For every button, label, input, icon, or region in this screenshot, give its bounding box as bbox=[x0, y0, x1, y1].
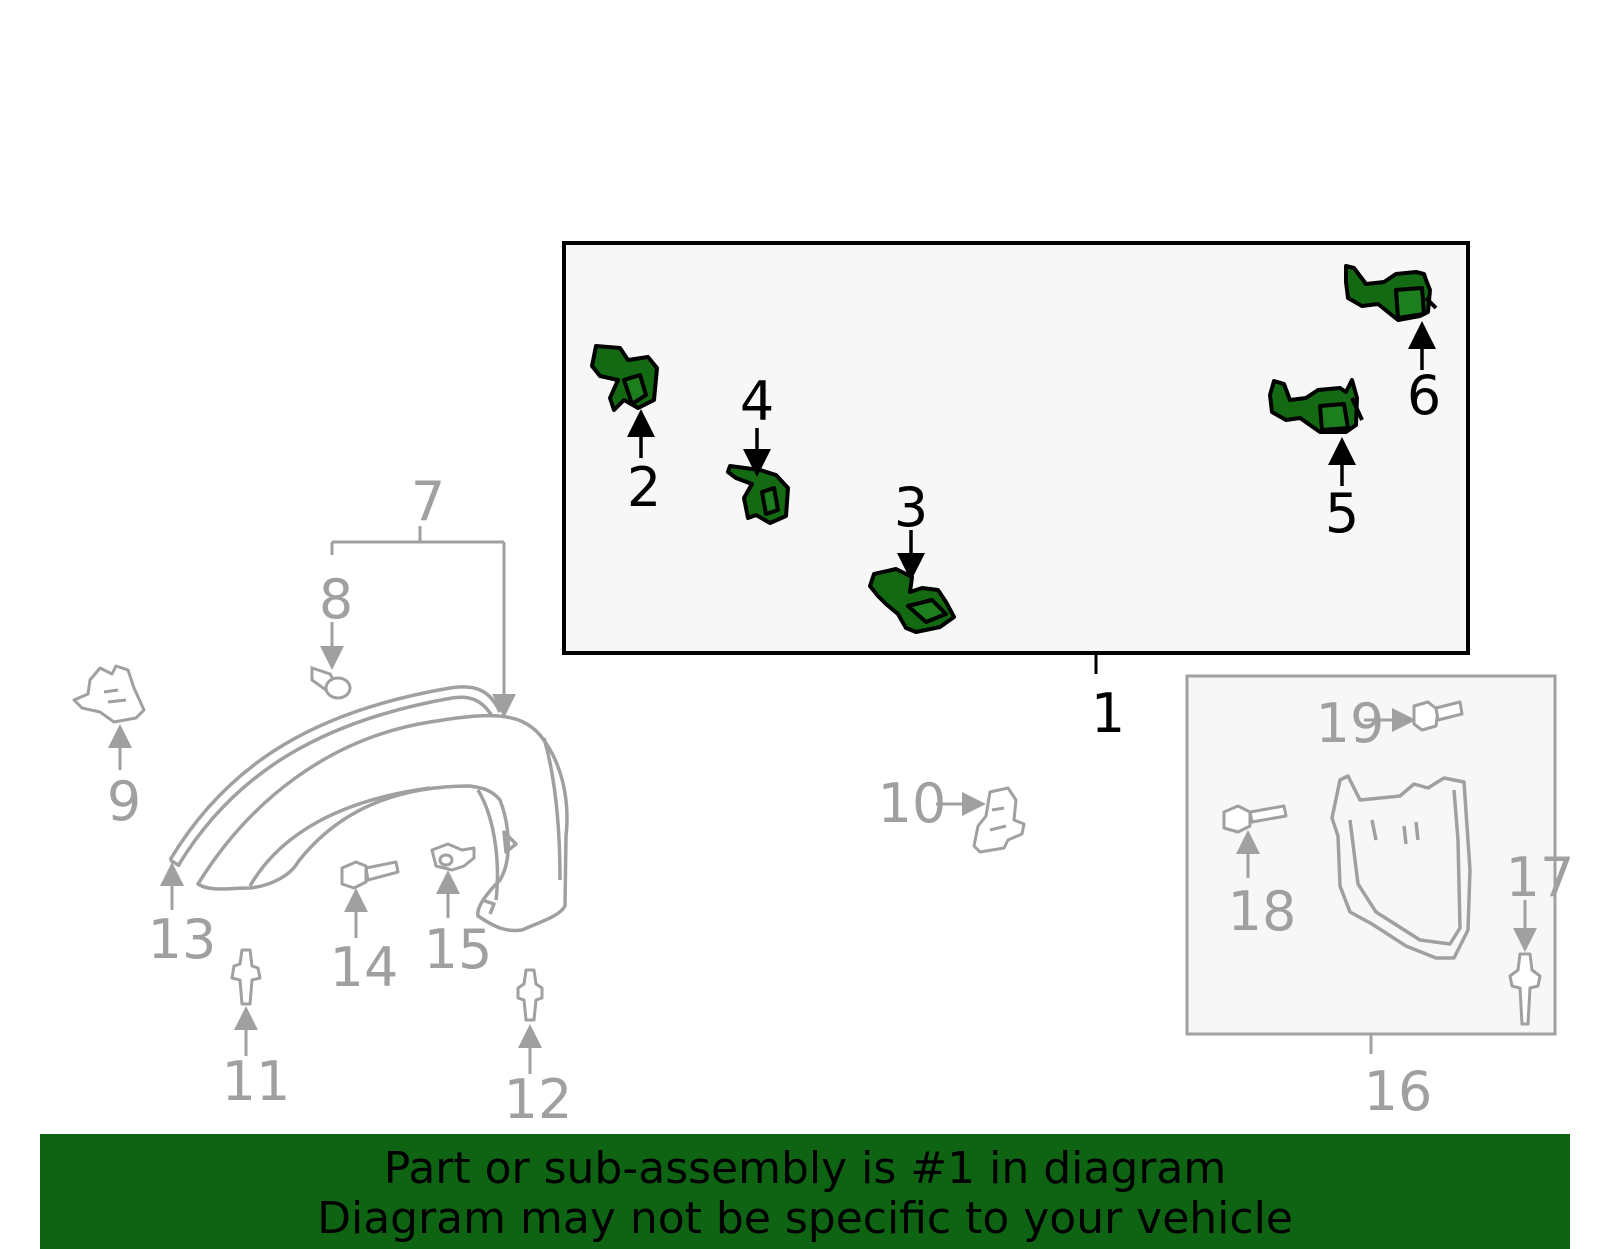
retainer-part-9[interactable] bbox=[72, 664, 146, 724]
callout-10: 10 bbox=[878, 772, 947, 835]
callout-14: 14 bbox=[330, 936, 399, 999]
callout-16: 16 bbox=[1364, 1060, 1433, 1123]
fender-flare[interactable] bbox=[168, 685, 569, 933]
banner-line-1: Part or sub-assembly is #1 in diagram bbox=[383, 1143, 1227, 1194]
bolt-part-14[interactable] bbox=[340, 860, 400, 890]
callout-12: 12 bbox=[504, 1068, 573, 1131]
bracket-part-2[interactable] bbox=[590, 344, 659, 412]
callout-19: 19 bbox=[1316, 692, 1385, 755]
callout-9: 9 bbox=[107, 770, 141, 833]
pin-part-12[interactable] bbox=[516, 968, 544, 1022]
callout-2: 2 bbox=[627, 456, 661, 519]
callout-6: 6 bbox=[1407, 364, 1441, 427]
callout-11: 11 bbox=[222, 1050, 291, 1113]
bracket-part-4[interactable] bbox=[726, 464, 790, 525]
callout-18: 18 bbox=[1228, 880, 1297, 943]
callout-13: 13 bbox=[148, 908, 217, 971]
callout-7-bracket bbox=[330, 526, 516, 718]
callout-3: 3 bbox=[894, 476, 928, 539]
bracket-part-6[interactable] bbox=[1344, 264, 1438, 322]
bracket-part-10[interactable] bbox=[972, 786, 1026, 854]
clip-part-8[interactable] bbox=[310, 665, 352, 700]
banner-line-2: Diagram may not be specific to your vehi… bbox=[317, 1193, 1293, 1244]
callout-7: 7 bbox=[411, 470, 445, 533]
callout-5: 5 bbox=[1325, 482, 1359, 545]
mudflap[interactable] bbox=[1330, 774, 1472, 960]
pin-part-11[interactable] bbox=[230, 948, 262, 1006]
bolt-part-18[interactable] bbox=[1222, 804, 1288, 834]
callout-1: 1 bbox=[1091, 682, 1125, 745]
callout-17: 17 bbox=[1506, 846, 1575, 909]
pin-part-17[interactable] bbox=[1508, 952, 1542, 1026]
bracket-part-5[interactable] bbox=[1268, 378, 1364, 434]
info-banner: Part or sub-assembly is #1 in diagram Di… bbox=[40, 1134, 1570, 1249]
bracket-part-3[interactable] bbox=[868, 567, 956, 634]
assembly-1-box bbox=[562, 241, 1470, 655]
callout-8: 8 bbox=[319, 568, 353, 631]
nut-part-15[interactable] bbox=[430, 842, 476, 872]
callout-15: 15 bbox=[424, 918, 493, 981]
callout-4: 4 bbox=[740, 370, 774, 433]
